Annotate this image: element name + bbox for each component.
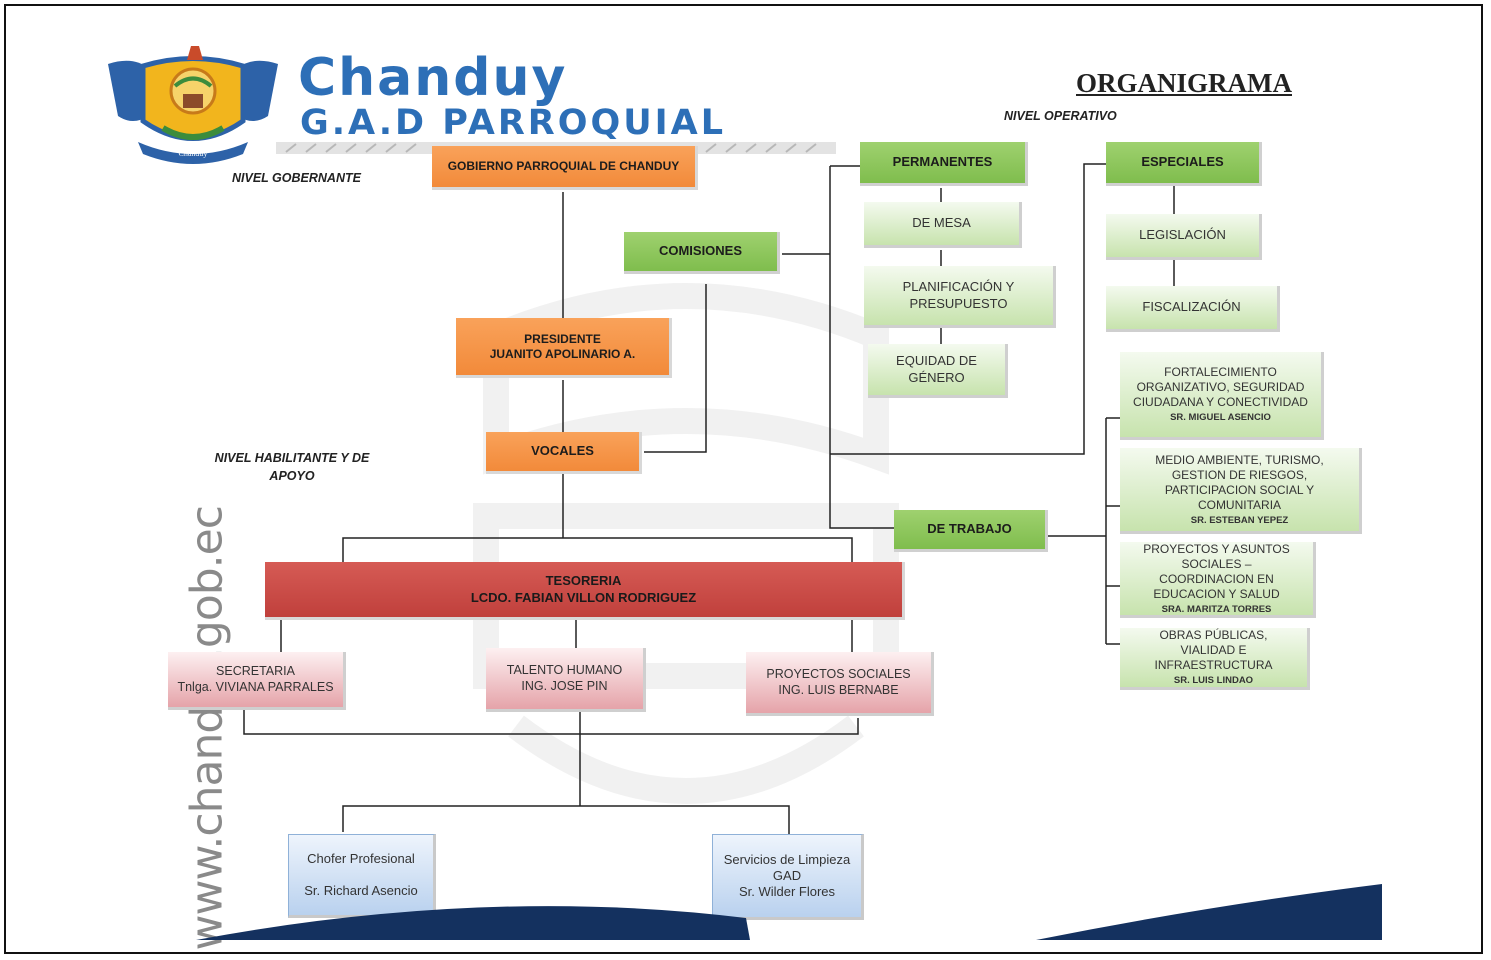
de-trabajo-label: DE TRABAJO bbox=[927, 521, 1012, 537]
comision-3-responsible: SRA. MARITZA TORRES bbox=[1161, 603, 1272, 615]
node-especiales[interactable]: ESPECIALES bbox=[1106, 142, 1262, 186]
comision-4-label: OBRAS PÚBLICAS, VIALIDAD E INFRAESTRUCTU… bbox=[1154, 628, 1273, 673]
comision-3-label: PROYECTOS Y ASUNTOS SOCIALES – COORDINAC… bbox=[1143, 541, 1290, 601]
talento-name: ING. JOSE PIN bbox=[521, 678, 608, 693]
tesoreria-name: LCDO. FABIAN VILLON RODRIGUEZ bbox=[470, 589, 697, 605]
planificacion-label: PLANIFICACIÓN Y PRESUPUESTO bbox=[902, 279, 1015, 311]
limpieza-title: Servicios de Limpieza GAD bbox=[723, 851, 851, 883]
comision-2-label: MEDIO AMBIENTE, TURISMO, GESTION DE RIES… bbox=[1155, 452, 1324, 512]
node-proyectos-sociales[interactable]: PROYECTOS SOCIALES ING. LUIS BERNABE bbox=[746, 652, 934, 716]
comision-4-responsible: SR. LUIS LINDAO bbox=[1173, 675, 1254, 687]
node-talento-humano[interactable]: TALENTO HUMANO ING. JOSE PIN bbox=[486, 648, 646, 712]
comision-2-responsible: SR. ESTEBAN YEPEZ bbox=[1190, 514, 1289, 526]
node-presidente[interactable]: PRESIDENTE JUANITO APOLINARIO A. bbox=[456, 318, 672, 378]
node-comision-trabajo-2[interactable]: MEDIO AMBIENTE, TURISMO, GESTION DE RIES… bbox=[1120, 448, 1362, 534]
secretaria-name: Tnlga. VIVIANA PARRALES bbox=[177, 679, 334, 694]
node-permanentes[interactable]: PERMANENTES bbox=[860, 142, 1028, 186]
logo-ribbon-text: Chanduy bbox=[179, 149, 208, 158]
permanentes-label: PERMANENTES bbox=[892, 154, 993, 170]
node-equidad-genero[interactable]: EQUIDAD DE GÉNERO bbox=[868, 344, 1008, 398]
proyectos-title: PROYECTOS SOCIALES bbox=[766, 666, 911, 681]
proyectos-name: ING. LUIS BERNABE bbox=[778, 682, 899, 697]
node-fiscalizacion[interactable]: FISCALIZACIÓN bbox=[1106, 286, 1280, 332]
brand-subtitle: G.A.D PARROQUIAL bbox=[300, 103, 727, 143]
tesoreria-title: TESORERIA bbox=[545, 573, 622, 589]
node-de-trabajo[interactable]: DE TRABAJO bbox=[894, 510, 1048, 552]
talento-title: TALENTO HUMANO bbox=[506, 662, 623, 677]
node-comision-trabajo-4[interactable]: OBRAS PÚBLICAS, VIALIDAD E INFRAESTRUCTU… bbox=[1120, 628, 1310, 690]
page-frame: Chanduy Chanduy G.A.D PARROQUIAL ORGANIG… bbox=[4, 4, 1483, 954]
equidad-label: EQUIDAD DE GÉNERO bbox=[896, 353, 977, 385]
parish-coat-of-arms-logo: Chanduy bbox=[108, 46, 278, 164]
comision-1-label: FORTALECIMIENTO ORGANIZATIVO, SEGURIDAD … bbox=[1133, 365, 1308, 410]
node-vocales[interactable]: VOCALES bbox=[486, 432, 642, 474]
de-mesa-label: DE MESA bbox=[912, 215, 971, 231]
comision-1-responsible: SR. MIGUEL ASENCIO bbox=[1170, 412, 1271, 424]
node-gobierno-label: GOBIERNO PARROQUIAL DE CHANDUY bbox=[447, 159, 680, 173]
node-legislacion[interactable]: LEGISLACIÓN bbox=[1106, 214, 1262, 260]
especiales-label: ESPECIALES bbox=[1141, 154, 1224, 170]
level-label-operativo: NIVEL OPERATIVO bbox=[1004, 109, 1117, 123]
node-comision-trabajo-3[interactable]: PROYECTOS Y ASUNTOS SOCIALES – COORDINAC… bbox=[1120, 542, 1316, 618]
level-label-habilitante: NIVEL HABILITANTE Y DE APOYO bbox=[214, 451, 370, 483]
node-secretaria[interactable]: SECRETARIA Tnlga. VIVIANA PARRALES bbox=[168, 652, 346, 710]
comisiones-label: COMISIONES bbox=[658, 243, 743, 259]
chofer-title: Chofer Profesional bbox=[307, 850, 415, 866]
node-comisiones[interactable]: COMISIONES bbox=[624, 232, 780, 274]
node-comision-trabajo-1[interactable]: FORTALECIMIENTO ORGANIZATIVO, SEGURIDAD … bbox=[1120, 352, 1324, 440]
chofer-name: Sr. Richard Asencio bbox=[304, 883, 418, 898]
node-de-mesa[interactable]: DE MESA bbox=[864, 202, 1022, 248]
node-tesoreria[interactable]: TESORERIA LCDO. FABIAN VILLON RODRIGUEZ bbox=[265, 562, 905, 620]
page-title: ORGANIGRAMA bbox=[1076, 68, 1292, 98]
node-gobierno-parroquial[interactable]: GOBIERNO PARROQUIAL DE CHANDUY bbox=[432, 146, 698, 190]
presidente-name: JUANITO APOLINARIO A. bbox=[489, 346, 636, 361]
vocales-label: VOCALES bbox=[531, 443, 594, 459]
legislacion-label: LEGISLACIÓN bbox=[1139, 227, 1226, 243]
connector-lines bbox=[243, 163, 1175, 834]
node-chofer[interactable]: Chofer Profesional Sr. Richard Asencio bbox=[288, 834, 436, 918]
node-servicios-limpieza[interactable]: Servicios de Limpieza GAD Sr. Wilder Flo… bbox=[712, 834, 864, 920]
secretaria-title: SECRETARIA bbox=[216, 663, 295, 678]
fiscalizacion-label: FISCALIZACIÓN bbox=[1142, 299, 1241, 315]
brand-name: Chanduy bbox=[298, 48, 568, 108]
limpieza-name: Sr. Wilder Flores bbox=[738, 884, 836, 900]
node-planificacion[interactable]: PLANIFICACIÓN Y PRESUPUESTO bbox=[864, 266, 1056, 328]
level-label-gobernante: NIVEL GOBERNANTE bbox=[232, 171, 361, 185]
presidente-title: PRESIDENTE bbox=[524, 331, 601, 346]
